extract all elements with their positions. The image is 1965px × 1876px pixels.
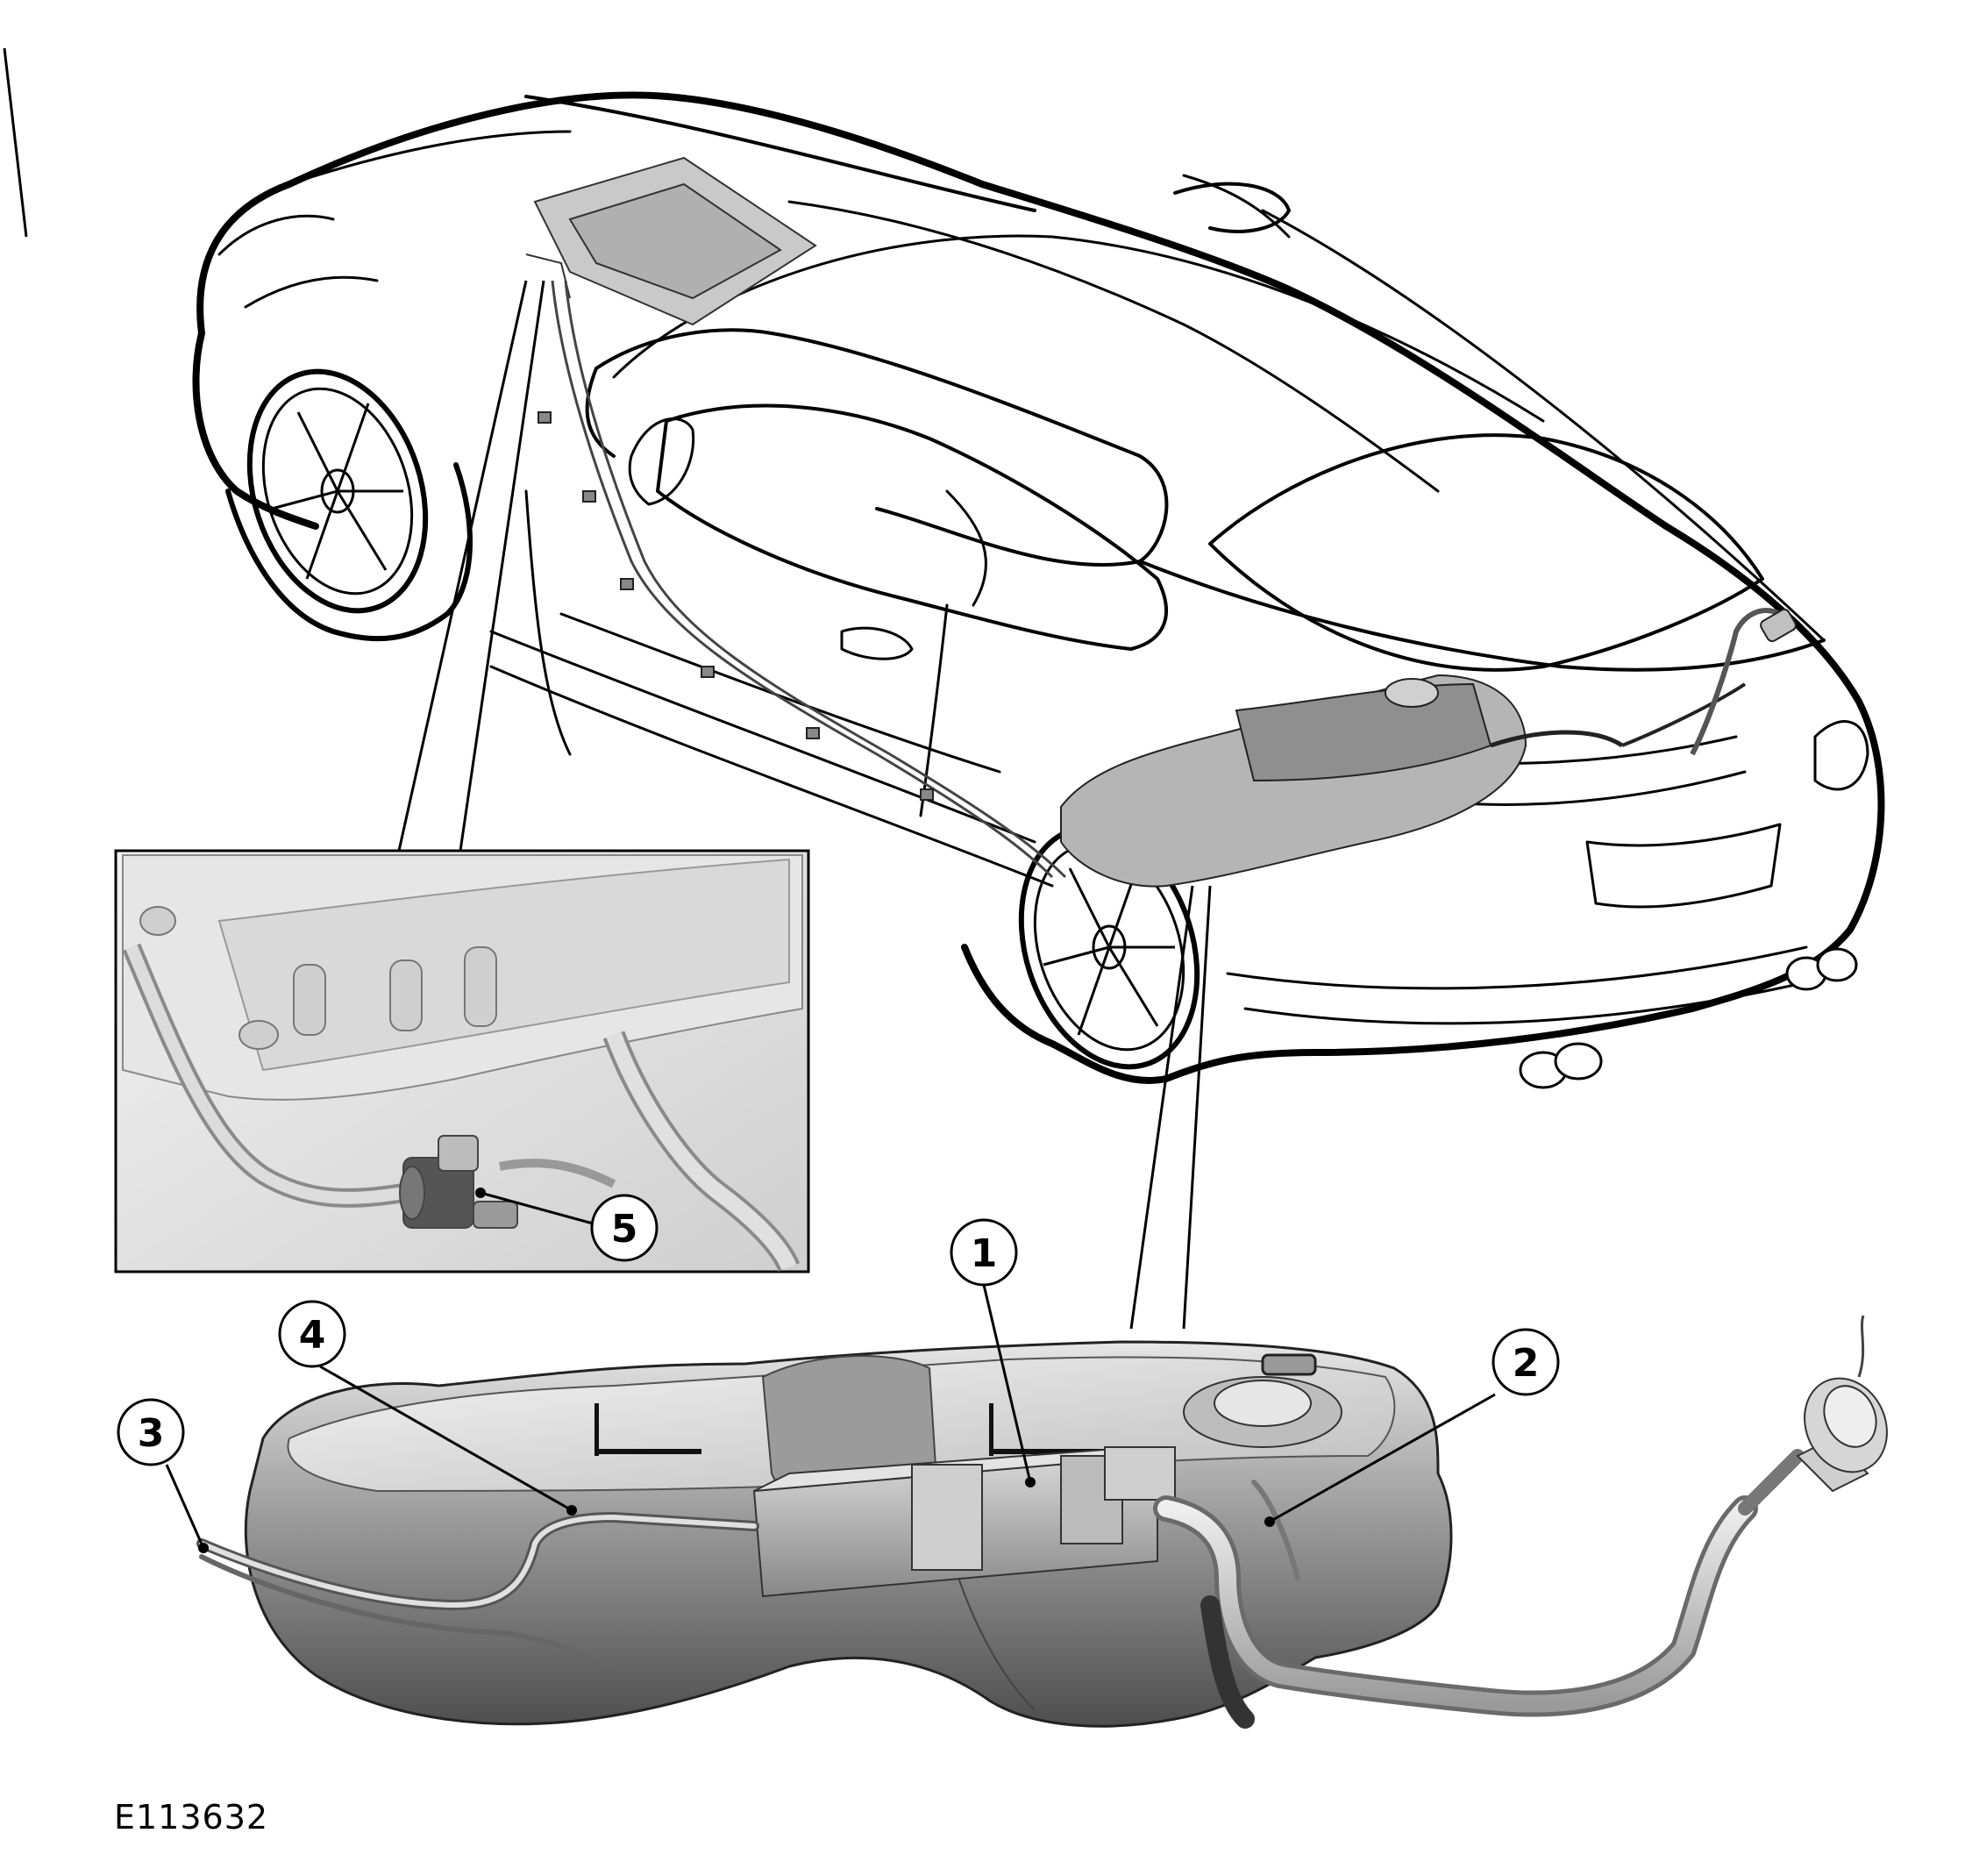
exhaust-tips bbox=[1519, 947, 1858, 1089]
edge-line bbox=[3, 47, 28, 238]
callout-5: 5 bbox=[590, 1194, 659, 1262]
callout-3-leader bbox=[165, 1464, 205, 1549]
figure-id: E113632 bbox=[114, 1798, 269, 1837]
callout-5-leader bbox=[480, 1191, 594, 1225]
callout-4-leader bbox=[319, 1365, 573, 1512]
engine-component bbox=[525, 156, 817, 326]
callout-4: 4 bbox=[278, 1300, 346, 1368]
callout-1-leader bbox=[982, 1284, 1032, 1483]
callout-1-label: 1 bbox=[971, 1231, 998, 1276]
callout-2: 2 bbox=[1492, 1328, 1560, 1396]
callout-leader-dots bbox=[198, 1477, 1275, 1553]
callout-5-label: 5 bbox=[611, 1207, 638, 1252]
car-fuel-line bbox=[551, 280, 1067, 879]
callout-2-label: 2 bbox=[1513, 1341, 1540, 1386]
callout-2-leader bbox=[1269, 1393, 1496, 1523]
car-fuel-tank bbox=[1060, 608, 1797, 888]
filler-neck bbox=[1796, 1315, 1888, 1493]
inset-detail-panel bbox=[114, 849, 810, 1273]
leader-lines bbox=[397, 280, 1212, 1330]
callout-leaders bbox=[165, 1284, 1496, 1549]
callout-1: 1 bbox=[950, 1218, 1018, 1287]
pump-flange bbox=[1183, 1353, 1342, 1448]
front-wheel bbox=[246, 368, 429, 614]
purge-valve bbox=[399, 1135, 518, 1229]
car-line-clips bbox=[538, 411, 934, 801]
tank-hoses bbox=[196, 1449, 1805, 1729]
callout-3-label: 3 bbox=[138, 1411, 165, 1456]
callout-4-label: 4 bbox=[299, 1313, 326, 1358]
evap-canister bbox=[752, 1445, 1176, 1598]
callout-3: 3 bbox=[117, 1398, 185, 1466]
